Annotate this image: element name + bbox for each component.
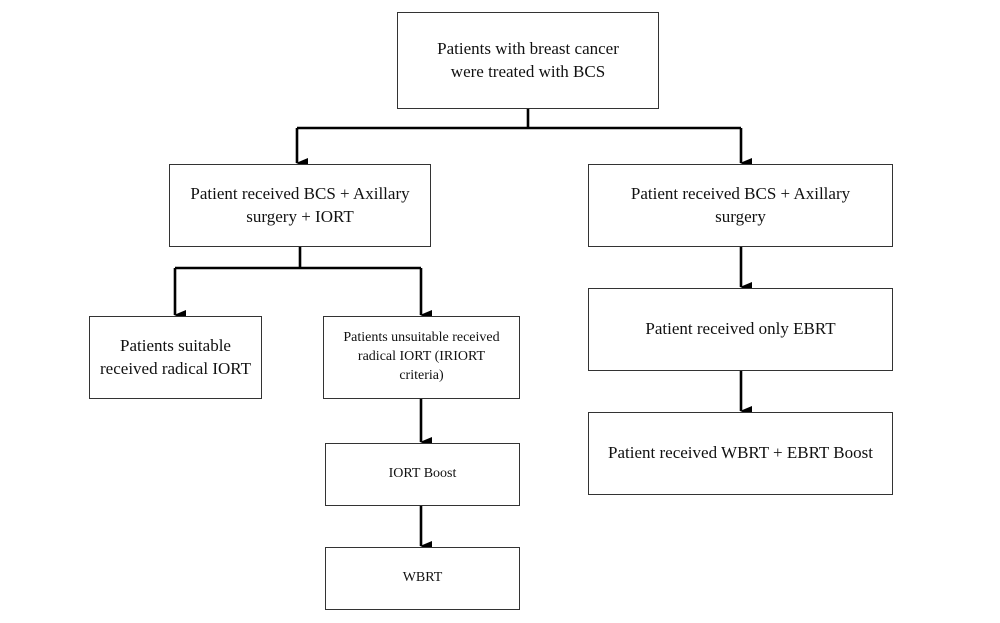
- node-right-branch: Patient received BCS + Axillary surgery: [588, 164, 893, 247]
- node-wbrt-ebrt-boost-label: Patient received WBRT + EBRT Boost: [608, 443, 873, 463]
- node-suitable-label: Patients suitable received radical IORT: [100, 335, 251, 378]
- node-only-ebrt-label: Patient received only EBRT: [645, 319, 836, 339]
- node-unsuitable: Patients unsuitable received radical IOR…: [323, 316, 520, 399]
- node-root: Patients with breast cancer were treated…: [397, 12, 659, 109]
- node-left-branch-label: Patient received BCS + Axillary surgery …: [190, 183, 410, 226]
- node-right-branch-label: Patient received BCS + Axillary surgery: [630, 183, 851, 226]
- node-root-label: Patients with breast cancer were treated…: [437, 38, 619, 81]
- node-wbrt: WBRT: [325, 547, 520, 610]
- node-suitable: Patients suitable received radical IORT: [89, 316, 262, 399]
- node-left-branch: Patient received BCS + Axillary surgery …: [169, 164, 431, 247]
- node-only-ebrt: Patient received only EBRT: [588, 288, 893, 371]
- node-wbrt-label: WBRT: [402, 570, 443, 586]
- node-wbrt-ebrt-boost: Patient received WBRT + EBRT Boost: [588, 412, 893, 495]
- node-iort-boost: IORT Boost: [325, 443, 520, 506]
- node-iort-boost-label: IORT Boost: [388, 466, 457, 482]
- node-unsuitable-label: Patients unsuitable received radical IOR…: [343, 330, 500, 383]
